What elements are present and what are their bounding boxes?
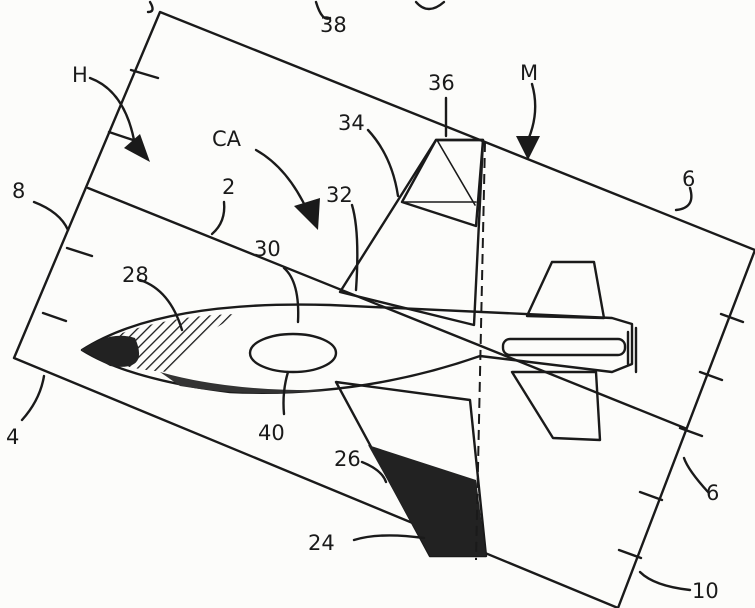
ref-38: 38 xyxy=(320,13,347,37)
ref-28: 28 xyxy=(122,263,149,287)
ref-4: 4 xyxy=(6,425,19,449)
ref-2: 2 xyxy=(222,175,235,199)
ref-26: 26 xyxy=(334,447,361,471)
aircraft xyxy=(80,138,638,558)
ref-10: 10 xyxy=(692,579,719,603)
engine-nozzle xyxy=(501,337,627,357)
ref-34: 34 xyxy=(338,111,365,135)
ref-40: 40 xyxy=(258,421,285,445)
left-edge-ticks xyxy=(41,68,160,323)
upper-wing xyxy=(338,138,485,327)
ref-M: M xyxy=(520,61,538,85)
upper-fragment-left xyxy=(146,0,154,14)
horizon-line xyxy=(86,186,724,445)
leader-lines xyxy=(20,0,710,592)
fuselage xyxy=(80,303,634,394)
tail-fin xyxy=(525,260,606,320)
underside-shadow xyxy=(160,372,330,394)
upper-fragment-right xyxy=(414,0,446,11)
ref-6-lower: 6 xyxy=(706,481,719,505)
ref-H: H xyxy=(72,63,88,87)
ref-8: 8 xyxy=(12,179,25,203)
ref-6-upper: 6 xyxy=(682,167,695,191)
ref-36: 36 xyxy=(428,71,455,95)
upper-wing-tip xyxy=(400,138,485,228)
ref-CA: CA xyxy=(212,127,242,151)
lower-wing-shaded-tip xyxy=(368,445,486,556)
ref-30: 30 xyxy=(254,237,281,261)
center-dashed-line xyxy=(475,141,486,561)
plate-outline xyxy=(12,10,755,608)
right-edge-ticks xyxy=(617,312,745,560)
nose-dark xyxy=(82,335,140,367)
ref-24: 24 xyxy=(308,531,335,555)
ref-32: 32 xyxy=(326,183,353,207)
cockpit-canopy xyxy=(248,332,338,374)
horizontal-stabilizer xyxy=(510,370,602,442)
